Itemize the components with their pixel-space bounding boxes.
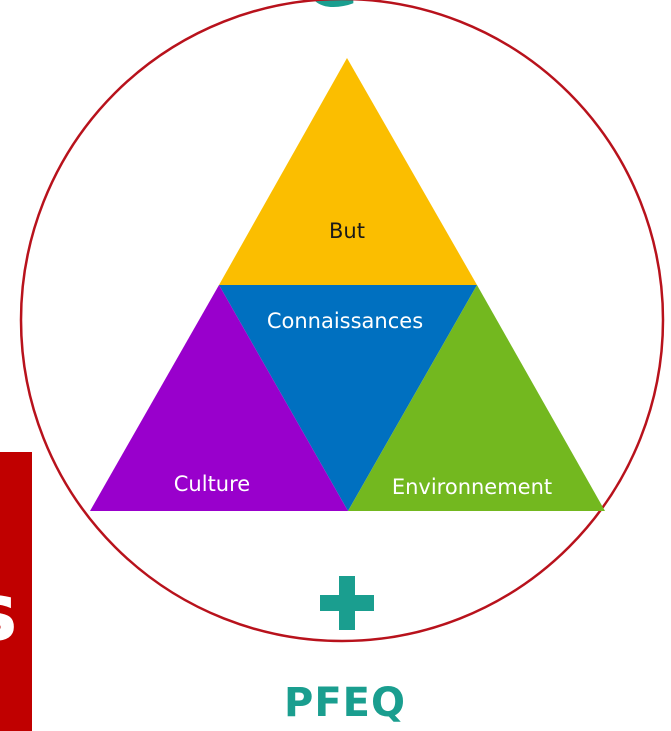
- outer-circle: [19, 0, 665, 643]
- label-but: But: [329, 219, 365, 243]
- triangle-connaissances: [219, 285, 477, 511]
- clipped-top-glyph: e: [305, 0, 359, 25]
- label-culture: Culture: [174, 472, 250, 496]
- label-connaissances: Connaissances: [267, 309, 423, 333]
- clipped-left-glyph: s: [0, 566, 18, 659]
- triangle-environnement: [348, 285, 605, 511]
- pfeq-label: PFEQ: [284, 680, 406, 726]
- triangle-but: [219, 58, 477, 285]
- left-red-bar: [0, 452, 32, 731]
- label-environnement: Environnement: [392, 475, 552, 499]
- plus-icon: +: [320, 576, 374, 630]
- triangle-culture: [90, 285, 348, 511]
